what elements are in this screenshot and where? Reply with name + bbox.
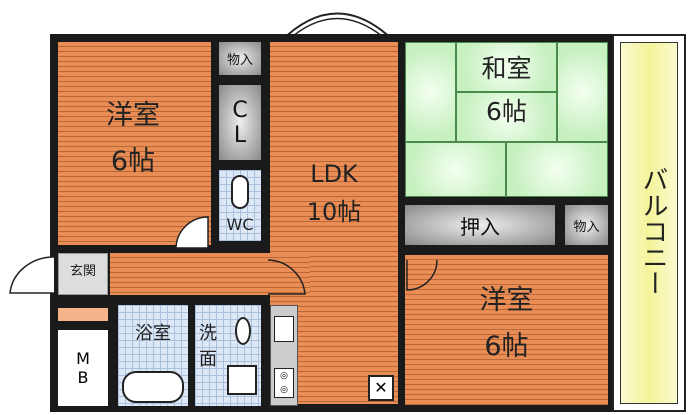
stove-icon: ◎◎ bbox=[274, 368, 294, 398]
meter-box: M B bbox=[58, 330, 108, 406]
mb-label-b: B bbox=[77, 368, 89, 387]
washroom-label-1: 洗 bbox=[199, 323, 217, 344]
storage-2: 物入 bbox=[565, 205, 608, 245]
balcony-label: バルコニー bbox=[638, 166, 668, 296]
western-room-2: 洋室 6帖 bbox=[405, 255, 608, 405]
kitchen-counter: ◎◎ bbox=[270, 305, 298, 406]
room-name: LDK bbox=[310, 160, 358, 188]
room-name: 和室 bbox=[481, 54, 532, 83]
room-name: 洋室 bbox=[106, 100, 160, 131]
room-size: 6帖 bbox=[486, 97, 527, 126]
bathroom: 浴室 bbox=[118, 305, 188, 406]
western-room-1: 洋室 6帖 bbox=[58, 42, 211, 245]
washing-machine-icon bbox=[227, 365, 257, 395]
balcony: バルコニー bbox=[612, 34, 686, 412]
mb-label-m: M bbox=[76, 349, 90, 368]
door-ldk[interactable] bbox=[265, 258, 310, 298]
washroom: 洗 面 bbox=[195, 305, 261, 406]
room-name: 洋室 bbox=[479, 285, 534, 316]
sink-icon bbox=[235, 317, 251, 345]
door-western-room-1[interactable] bbox=[170, 215, 215, 250]
bathroom-label: 浴室 bbox=[135, 323, 171, 344]
closet-label-l: L bbox=[233, 122, 247, 148]
room-size: 6帖 bbox=[484, 331, 529, 362]
entry-door[interactable] bbox=[6, 255, 56, 295]
bathtub-icon bbox=[122, 371, 184, 403]
entrance-label: 玄関 bbox=[69, 264, 96, 279]
toilet-label: WC bbox=[226, 215, 254, 234]
ventilation-icon: ✕ bbox=[368, 375, 394, 401]
shoe-area bbox=[58, 308, 108, 321]
storage-1: 物入 bbox=[219, 42, 261, 75]
toilet: WC bbox=[219, 170, 261, 241]
hallway bbox=[110, 253, 310, 295]
entrance: 玄関 bbox=[58, 253, 108, 295]
japanese-room: 和室 6帖 bbox=[405, 42, 608, 197]
room-size: 6帖 bbox=[110, 146, 156, 177]
toilet-icon bbox=[231, 175, 249, 209]
bay-window-arc bbox=[279, 12, 396, 43]
oshiire: 押入 bbox=[405, 205, 555, 245]
closet-label-c: C bbox=[232, 97, 248, 123]
room-size: 10帖 bbox=[306, 198, 362, 226]
kitchen-sink-icon bbox=[274, 316, 294, 342]
door-western-room-2[interactable] bbox=[405, 258, 445, 293]
washroom-label-2: 面 bbox=[199, 349, 217, 370]
closet: C L bbox=[219, 85, 261, 160]
